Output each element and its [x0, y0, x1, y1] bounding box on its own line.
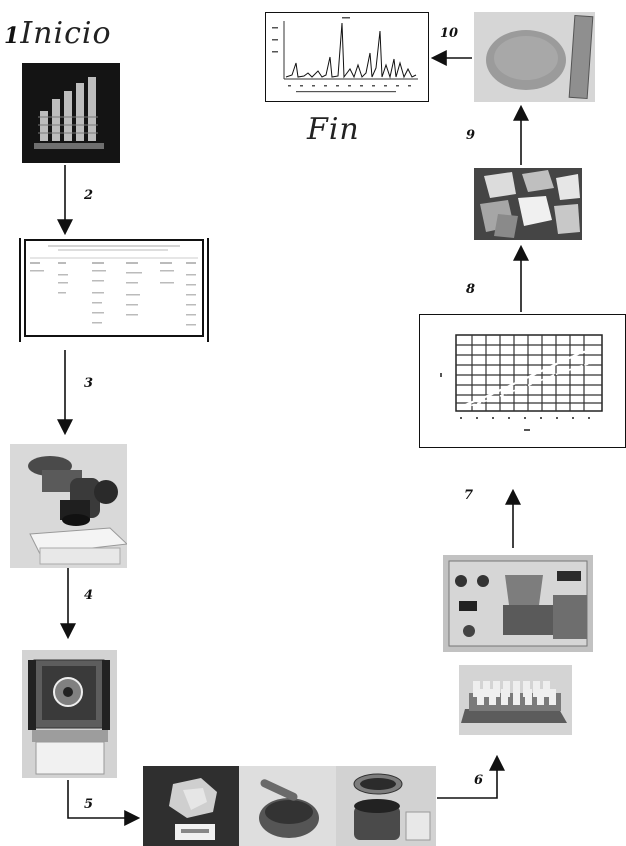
step-number-7: 7	[464, 488, 473, 503]
mortar-pestle-image	[239, 766, 336, 846]
sieve-image	[336, 766, 436, 846]
database-icon	[22, 63, 120, 163]
sample-fragment-image	[143, 766, 239, 846]
step-number-3: 3	[84, 376, 93, 391]
end-label: Fin	[307, 112, 360, 147]
step-number-10: 10	[440, 26, 458, 41]
diffractogram-image	[265, 12, 429, 102]
vial-rack-image	[459, 665, 572, 735]
arrow-step-6	[437, 758, 497, 798]
arrow-step-5	[68, 780, 137, 818]
results-plot-image	[419, 314, 626, 448]
step-number-2: 2	[84, 188, 93, 203]
step-number-8: 8	[466, 282, 475, 297]
step-number-5: 5	[84, 797, 93, 812]
start-label: 1Inicio	[4, 16, 112, 51]
step-number-4: 4	[84, 588, 93, 603]
microscope-image	[10, 444, 127, 568]
analysis-instrument-image	[443, 555, 593, 652]
step-number-9: 9	[466, 128, 475, 143]
sample-preparation-machine-image	[22, 650, 117, 778]
step-number-1: 1	[4, 23, 20, 49]
powder-sample-image	[474, 12, 595, 102]
step-number-6: 6	[474, 773, 483, 788]
rock-fragments-image	[474, 168, 582, 240]
document-table	[18, 238, 210, 342]
